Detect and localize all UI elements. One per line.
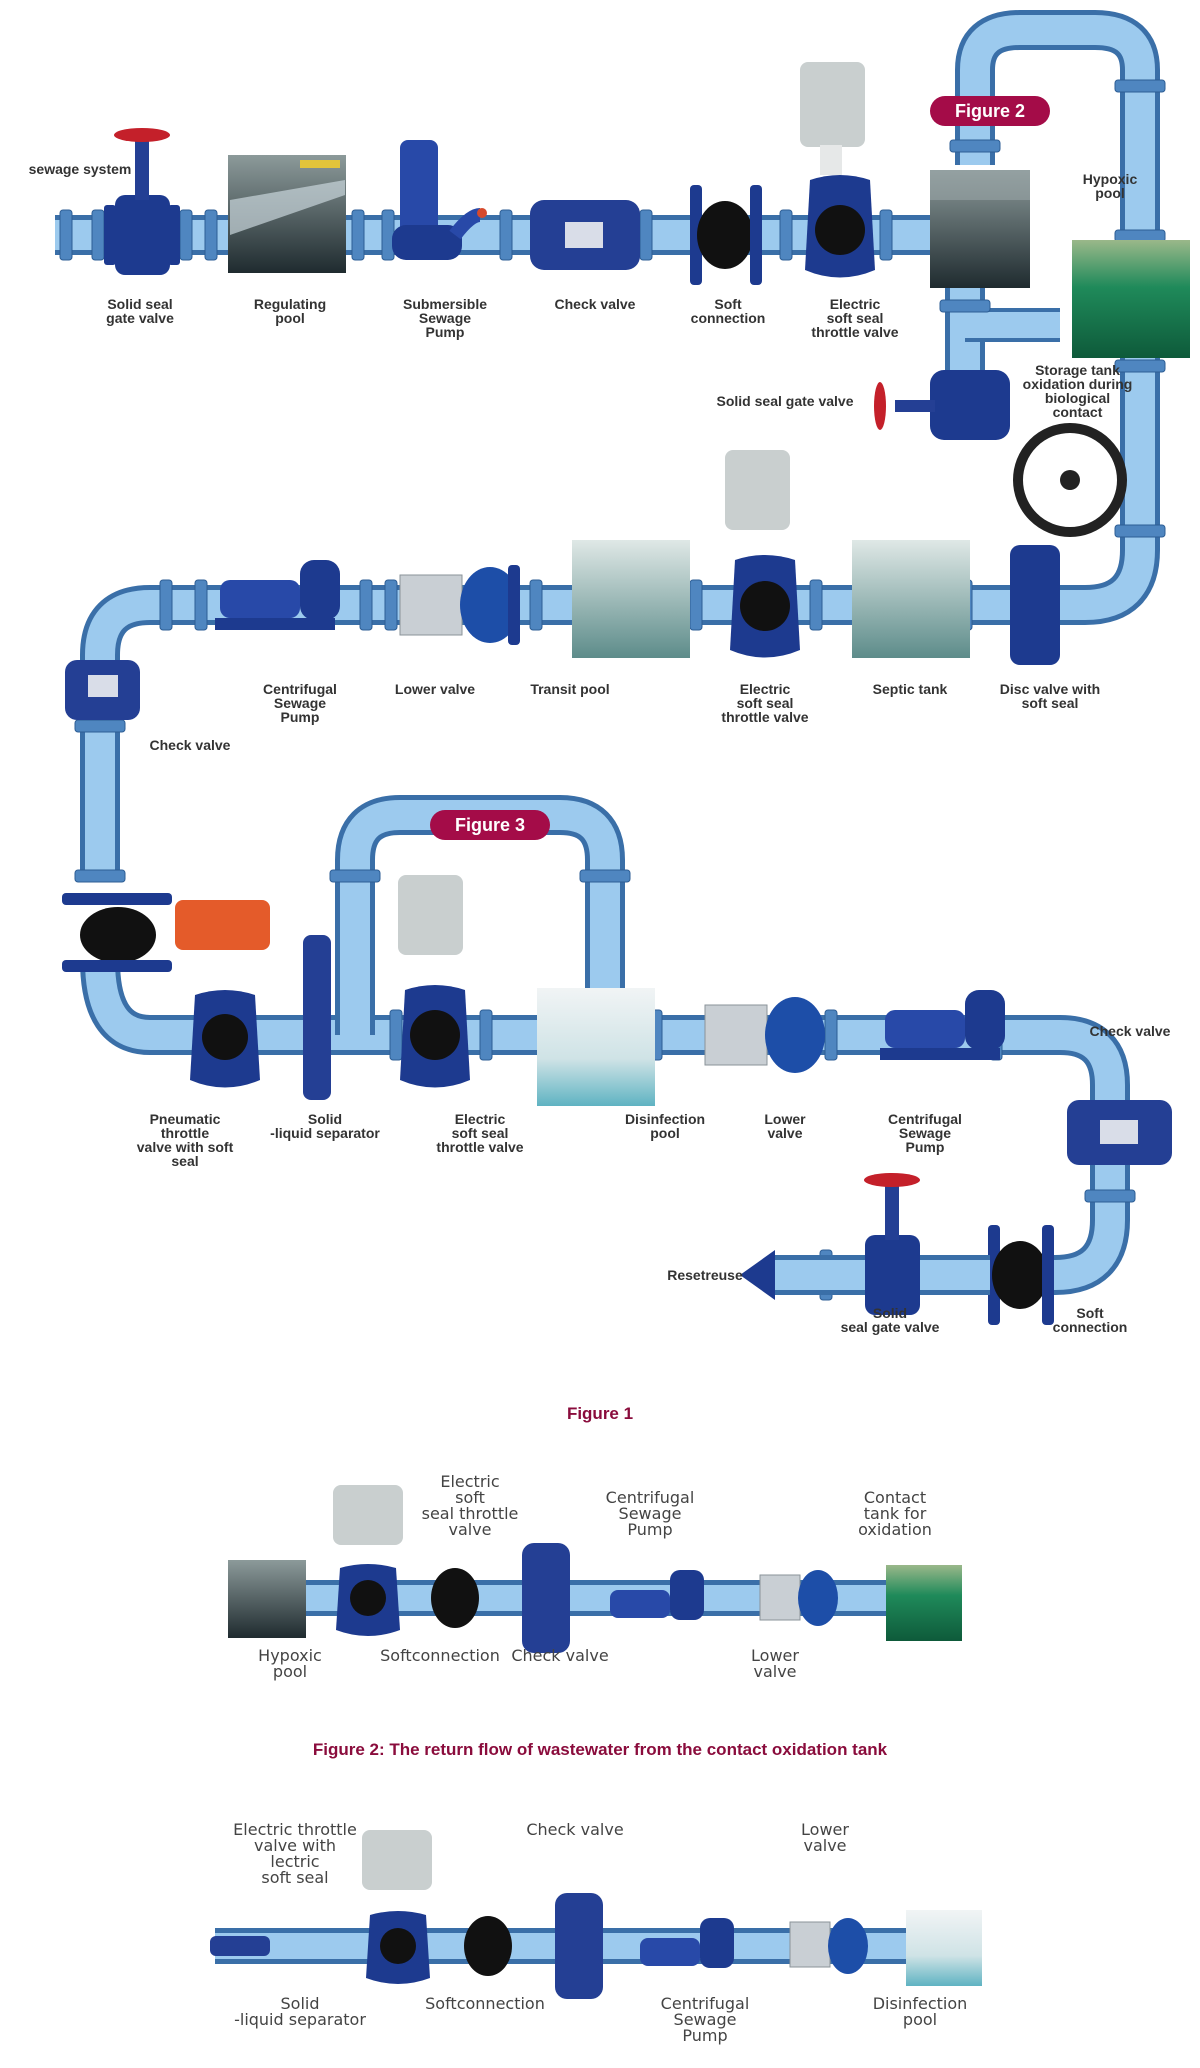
disinfection-pool-image (537, 988, 655, 1106)
soft-connection-icon (690, 185, 762, 285)
fig2-lower-valve-icon (759, 1574, 801, 1621)
fig3-centrifugal-pump-icon (640, 1938, 700, 1966)
figure3-strip (210, 1830, 982, 1999)
label-electric-valve-3: Electric soft seal throttle valve (436, 1111, 524, 1155)
fig2-contact-tank-image (886, 1565, 962, 1641)
centrifugal-pump-2-icon (880, 990, 1005, 1060)
separator-icon (303, 935, 331, 1100)
submersible-pump-icon (392, 140, 487, 260)
fig3-electric-valve-icon (362, 1830, 432, 1890)
label-regulating-pool: Regulating pool (253, 296, 327, 326)
label-pneumatic-valve: Pneumatic throttle valve with soft seal (136, 1111, 234, 1169)
hypoxic-pool-image (930, 170, 1030, 288)
label-sewage-system: sewage system (28, 161, 132, 177)
label-hypoxic-pool: Hypoxic pool (1082, 171, 1138, 201)
label-submersible-pump: Submersible Sewage Pump (402, 296, 488, 340)
transit-pool-image (572, 540, 690, 658)
centrifugal-pump-icon (215, 560, 340, 630)
fig3-lower-valve-icon (789, 1921, 831, 1968)
outlet-arrow-icon (740, 1250, 775, 1300)
check-valve-2-icon (65, 660, 140, 720)
figure2-tag: Figure 2 (930, 96, 1050, 126)
gate-valve-icon (104, 128, 180, 275)
label-soft-connection-1: Soft connection (690, 296, 766, 326)
label-solid-seal-gate-valve: Solid seal gate valve (106, 296, 174, 326)
electric-valve-icon (800, 62, 875, 278)
fig2-label-lower-valve: Lower valve (751, 1646, 799, 1681)
soft-connection-3-icon (988, 1225, 1054, 1325)
label-electric-valve-2: Electric soft seal throttle valve (721, 681, 809, 725)
fig3-label-electric-valve: Electric throttle valve with lectric sof… (233, 1820, 357, 1887)
label-resetreuse: Resetreuse (667, 1267, 743, 1283)
fig3-label-check-valve: Check valve (526, 1820, 624, 1839)
fig3-soft-connection-icon (464, 1916, 512, 1976)
label-disinfection-pool: Disinfection pool (624, 1111, 706, 1141)
regulating-pool-image (228, 155, 346, 273)
storage-tank-image (1072, 240, 1190, 358)
label-check-valve-1: Check valve (554, 296, 636, 312)
label-septic-tank: Septic tank (872, 681, 948, 697)
fig2-check-valve-icon (522, 1543, 570, 1653)
septic-tank-image (852, 540, 970, 658)
fig2-centrifugal-pump-icon (610, 1590, 670, 1618)
fig2-electric-valve-icon (333, 1485, 403, 1545)
figure2-strip (228, 1485, 962, 1653)
fig3-label-soft-connection: Softconnection (425, 1994, 545, 2013)
label-electric-valve-1: Electric soft seal throttle valve (811, 296, 899, 340)
check-valve-3-icon (1067, 1100, 1172, 1165)
label-check-valve-3: Check valve (1089, 1023, 1171, 1039)
label-lower-valve-1: Lower valve (394, 681, 476, 697)
pneumatic-valve-icon (175, 900, 270, 1088)
gate-valve-3-icon (864, 1173, 920, 1315)
lower-valve-2-icon (704, 997, 825, 1073)
fig3-separator-icon (210, 1936, 270, 1956)
electric-valve-2-icon (725, 450, 800, 658)
fig2-label-check-valve: Check valve (511, 1646, 609, 1665)
fig3-label-lower-valve: Lower valve (801, 1820, 849, 1855)
fig3-label-centrifugal-pump: Centrifugal Sewage Pump (660, 1994, 750, 2045)
fig2-hypoxic-image (228, 1560, 306, 1638)
label-disc-valve: Disc valve with soft seal (999, 681, 1101, 711)
fig2-label-hypoxic-pool: Hypoxic pool (258, 1646, 322, 1681)
gate-valve-side-icon (874, 370, 1010, 440)
check-valve-icon (530, 200, 640, 270)
fig3-disinfection-image (906, 1910, 982, 1986)
label-lower-valve-2: Lower valve (764, 1111, 806, 1141)
fig3-label-separator: Solid -liquid separator (234, 1994, 366, 2029)
label-separator-1: Solid -liquid separator (270, 1111, 380, 1141)
label-solid-seal-gate-valve-3: Solid seal gate valve (840, 1305, 940, 1335)
electric-valve-3-icon (398, 875, 470, 1088)
figure1-caption: Figure 1 (566, 1404, 634, 1423)
fig2-label-centrifugal-pump: Centrifugal Sewage Pump (605, 1488, 695, 1539)
figure3-tag: Figure 3 (430, 810, 550, 840)
fig2-label-contact-tank: Contact tank for oxidation (858, 1488, 932, 1539)
soft-connection-2-icon (62, 893, 172, 972)
lower-valve-icon (399, 565, 520, 645)
label-soft-connection-2: Soft connection (1052, 1305, 1128, 1335)
label-centrifugal-pump-1: Centrifugal Sewage Pump (263, 681, 337, 725)
label-storage-tank: Storage tank oxidation during biological… (1022, 362, 1133, 420)
fig2-label-soft-connection: Softconnection (380, 1646, 500, 1665)
figure2-caption: Figure 2: The return flow of wastewater … (312, 1740, 888, 1759)
fig3-check-valve-icon (555, 1893, 603, 1999)
fig2-label-electric-valve: Electric soft seal throttle valve (421, 1472, 519, 1539)
fig3-label-disinfection-pool: Disinfection pool (872, 1994, 968, 2029)
label-centrifugal-pump-2: Centrifugal Sewage Pump (888, 1111, 962, 1155)
disc-valve-icon (1010, 423, 1127, 665)
fig2-soft-connection-icon (431, 1568, 479, 1628)
label-solid-seal-gate-valve-2: Solid seal gate valve (716, 393, 854, 409)
label-check-valve-2: Check valve (149, 737, 231, 753)
label-transit-pool: Transit pool (530, 681, 610, 697)
